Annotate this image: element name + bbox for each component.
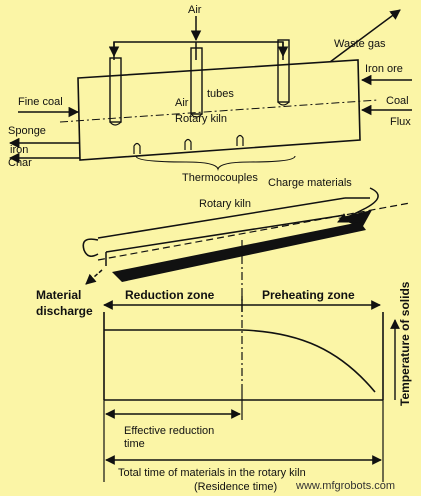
effective-reduction-label-1: Effective reduction (124, 425, 214, 437)
incline-axis (97, 202, 411, 261)
rotary-kiln-label: Rotary kiln (175, 113, 227, 125)
solid-bed (112, 222, 366, 282)
reduction-zone-label: Reduction zone (125, 288, 215, 302)
fine-coal-label: Fine coal (18, 96, 63, 108)
temperature-profile: Reduction zone Preheating zone Temperatu… (36, 281, 412, 493)
residence-time-label: (Residence time) (194, 481, 277, 493)
discharge-hook (82, 238, 99, 258)
temperature-curve (104, 329, 376, 393)
iron-label: iron (10, 144, 28, 156)
waste-gas-arrow (329, 9, 401, 63)
thermocouple-1 (133, 142, 141, 154)
iron-ore-label: Iron ore (365, 63, 403, 75)
kiln-axis (59, 99, 379, 123)
discharge-arrow (85, 269, 103, 285)
sponge-label: Sponge (8, 125, 46, 137)
waste-gas-label: Waste gas (334, 38, 386, 50)
air-tube-2 (190, 47, 203, 115)
preheating-zone-label: Preheating zone (262, 288, 355, 302)
material-label: Material (36, 288, 81, 302)
char-label: Char (8, 157, 32, 169)
charge-materials-label: Charge materials (268, 177, 352, 189)
air-tubes-label-2: tubes (207, 88, 234, 100)
air-tube-1 (109, 57, 122, 123)
air-tubes-label-1: Air (175, 97, 189, 109)
effective-reduction-label-2: time (124, 438, 145, 450)
charge-arrow (337, 187, 379, 223)
air-header (113, 41, 284, 60)
thermocouple-2 (184, 138, 192, 150)
air-label: Air (188, 4, 202, 16)
kiln-schematic: Air Waste gas Iron ore Coal Flux Fine co… (8, 4, 412, 184)
incline-rotary-kiln-label: Rotary kiln (199, 198, 251, 210)
thermocouples-label: Thermocouples (182, 172, 258, 184)
inclined-kiln: Charge materials Rotary kiln (82, 177, 411, 390)
kiln-body (77, 59, 361, 161)
temperature-of-solids-label: Temperature of solids (398, 281, 412, 406)
discharge-label: discharge (36, 304, 93, 318)
thermocouple-brace (135, 155, 296, 171)
total-time-label: Total time of materials in the rotary ki… (118, 467, 306, 479)
watermark: www.mfgrobots.com (295, 480, 395, 492)
coal-label: Coal (386, 95, 409, 107)
thermocouple-3 (236, 134, 244, 146)
air-tube-3 (277, 39, 290, 103)
flux-label: Flux (390, 116, 411, 128)
